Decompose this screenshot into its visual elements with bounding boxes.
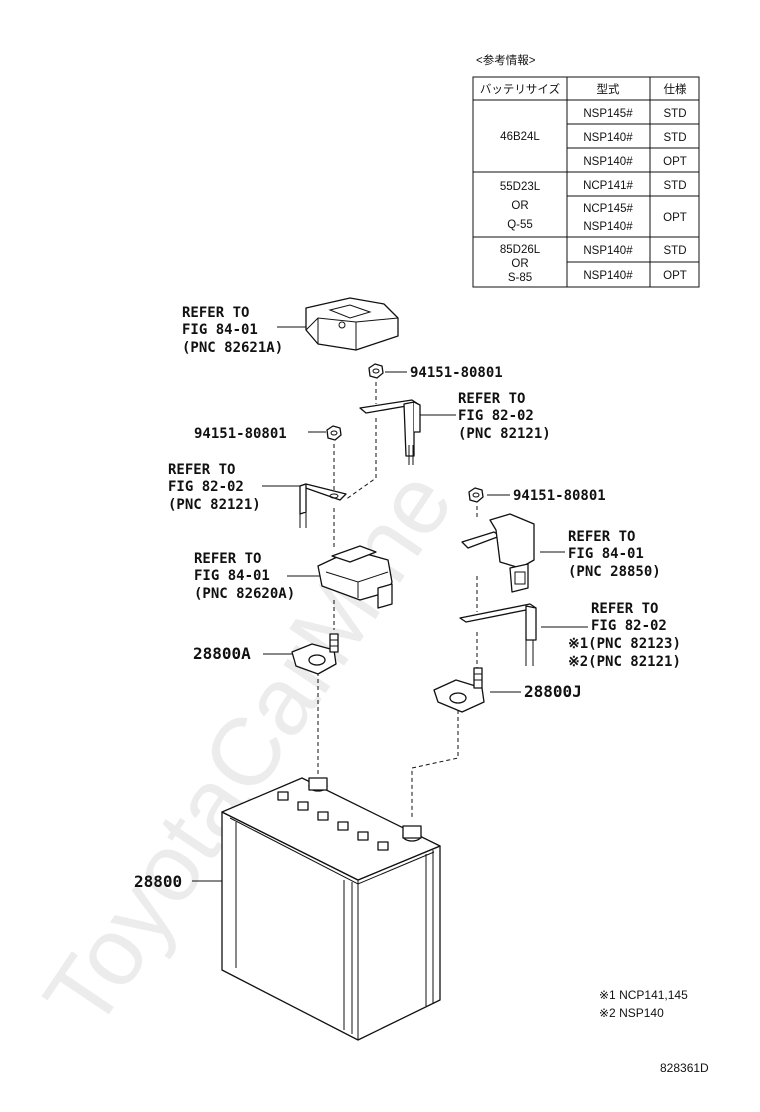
callout-nut-left: 94151-80801 [194, 426, 287, 442]
svg-text:REFER TO: REFER TO [568, 529, 635, 545]
table-cell-size: S-85 [508, 272, 532, 284]
svg-text:(PNC 28850): (PNC 28850) [568, 564, 661, 580]
table-cell-size: 46B24L [500, 131, 540, 143]
terminal-clamp-28800a [291, 633, 339, 675]
svg-text:※1(PNC 82123): ※1(PNC 82123) [568, 636, 681, 652]
table-cell-spec: OPT [663, 156, 687, 168]
callout-ref-28850: REFER TO FIG 84-01 (PNC 28850) [568, 529, 661, 580]
svg-text:FIG 82-02: FIG 82-02 [591, 618, 667, 634]
svg-text:REFER TO: REFER TO [591, 601, 658, 617]
table-header-spec: 仕様 [664, 82, 687, 96]
hex-nut-left [326, 425, 342, 441]
table-cell-spec: OPT [663, 270, 687, 282]
bus-bar-82121-left [299, 483, 347, 528]
hex-nut-top [368, 363, 384, 379]
callout-ref-82121-left: REFER TO FIG 82-02 (PNC 82121) [168, 462, 261, 513]
svg-text:REFER TO: REFER TO [194, 551, 261, 567]
svg-text:(PNC 82620A): (PNC 82620A) [194, 586, 295, 602]
part-number-28800j: 28800J [524, 682, 582, 701]
svg-text:(PNC 82121): (PNC 82121) [168, 497, 261, 513]
assembly-lines [317, 382, 478, 818]
battery-28800 [221, 777, 441, 1041]
svg-text:FIG 84-01: FIG 84-01 [194, 568, 270, 584]
callout-ref-82620a: REFER TO FIG 84-01 (PNC 82620A) [194, 551, 295, 602]
callout-ref-82123: REFER TO FIG 82-02 ※1(PNC 82123) ※2(PNC … [568, 601, 681, 670]
table-cell-spec: STD [664, 245, 687, 257]
bus-bar-82123 [459, 603, 537, 666]
svg-text:※2(PNC 82121): ※2(PNC 82121) [568, 654, 681, 670]
callout-nut-top: 94151-80801 [410, 365, 503, 381]
table-cell-size: OR [511, 200, 528, 212]
svg-text:FIG 84-01: FIG 84-01 [182, 322, 258, 338]
table-cell-spec: STD [664, 108, 687, 120]
fuse-block-cover-82621a [305, 297, 399, 351]
table-header-model: 型式 [597, 82, 620, 96]
table-cell-model: NSP140# [583, 245, 633, 257]
terminal-clamp-28800j [433, 667, 485, 713]
hex-nut-right [468, 487, 484, 503]
footnote-2: ※2 NSP140 [599, 1006, 664, 1020]
svg-text:(PNC 82621A): (PNC 82621A) [182, 340, 283, 356]
leader-lines [192, 326, 588, 882]
svg-text:REFER TO: REFER TO [182, 305, 249, 321]
table-cell-model: NSP145# [583, 108, 633, 120]
svg-text:REFER TO: REFER TO [458, 391, 525, 407]
svg-text:(PNC 82121): (PNC 82121) [458, 426, 551, 442]
table-cell-model: NSP140# [583, 270, 633, 282]
part-number-28800: 28800 [134, 872, 182, 891]
table-cell-size: Q-55 [507, 219, 533, 231]
table-cell-size: 85D26L [500, 244, 541, 256]
fuse-block-82620a [317, 545, 393, 609]
table-cell-model: NSP140# [583, 156, 633, 168]
table-cell-spec: OPT [663, 212, 687, 224]
table-cell-model: NCP141# [583, 180, 633, 192]
reference-table: <参考情報> バッテリサイズ 型式 仕様 46B24L NSP145# STD … [472, 53, 700, 288]
table-cell-spec: STD [664, 132, 687, 144]
svg-text:FIG 82-02: FIG 82-02 [168, 479, 244, 495]
figure-code: 828361D [660, 1061, 709, 1075]
table-cell-model: NCP145# [583, 203, 633, 215]
svg-text:FIG 84-01: FIG 84-01 [568, 546, 644, 562]
callout-nut-right: 94151-80801 [513, 488, 606, 504]
part-number-28800a: 28800A [193, 644, 251, 663]
svg-text:REFER TO: REFER TO [168, 462, 235, 478]
footnote-1: ※1 NCP141,145 [599, 988, 688, 1002]
table-cell-size: OR [511, 258, 528, 270]
fusible-link-28850 [461, 513, 535, 593]
table-cell-model: NSP140# [583, 221, 633, 233]
table-caption: <参考情報> [476, 53, 536, 67]
table-cell-spec: STD [664, 180, 687, 192]
table-cell-model: NSP140# [583, 132, 633, 144]
callout-ref-82121-top: REFER TO FIG 82-02 (PNC 82121) [458, 391, 551, 442]
bus-bar-82121-top [359, 399, 421, 465]
svg-text:FIG 82-02: FIG 82-02 [458, 408, 534, 424]
table-cell-size: 55D23L [500, 181, 541, 193]
table-header-size: バッテリサイズ [480, 82, 560, 96]
callout-ref-82621a: REFER TO FIG 84-01 (PNC 82621A) [182, 305, 283, 356]
